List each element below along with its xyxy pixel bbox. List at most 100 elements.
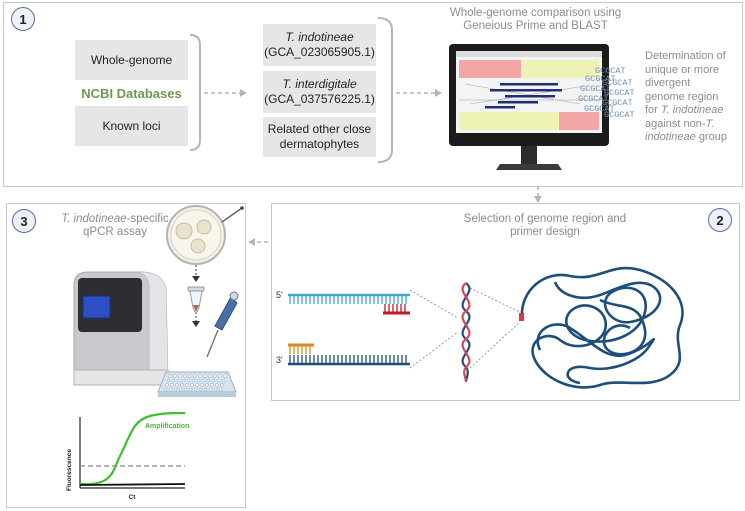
- target-region-marker: [519, 313, 524, 321]
- genome-name: T. interdigitale: [282, 77, 357, 91]
- step-3-badge: 3: [12, 209, 36, 233]
- det-line-4: genome region: [645, 90, 719, 103]
- genome-box-indotineae: T. indotineae (GCA_023065905.1): [263, 24, 376, 66]
- pcr-plate-icon: [157, 371, 237, 397]
- det-line-5: for: [645, 104, 661, 116]
- plate-well: [208, 387, 213, 392]
- plate-well: [206, 378, 211, 383]
- seq-9: GCGCAT: [604, 110, 635, 120]
- arrow-down-1-head: [192, 276, 200, 282]
- seq-2: GCGCAT: [585, 74, 616, 84]
- seq-3: GCGCAT: [602, 78, 633, 88]
- panel-3-title: T. indotineae-specific qPCR assay: [55, 213, 175, 239]
- seq-5: GCGCAT: [604, 88, 635, 98]
- seq-8: GCGCAT: [584, 104, 615, 114]
- plate-well: [220, 383, 224, 387]
- genome-tangle-icon: [520, 266, 684, 389]
- connector-3: [469, 287, 521, 313]
- plate-well: [210, 383, 214, 387]
- plate-well: [188, 387, 193, 392]
- three-prime-label: 3': [276, 355, 283, 365]
- plate-well: [183, 387, 188, 392]
- plate-well: [216, 378, 221, 383]
- pipette-icon: [206, 291, 239, 358]
- det-line-3: divergent: [645, 77, 691, 89]
- qpcr-machine-icon: [73, 271, 169, 386]
- panel-3-title-suffix: -specific: [126, 213, 169, 225]
- plate-well: [165, 383, 169, 387]
- plate-well: [188, 374, 192, 378]
- plate-well: [203, 387, 208, 392]
- petri-dish-icon: [166, 205, 244, 265]
- det-line-7-italic: indotineae: [645, 131, 696, 143]
- plate-well: [196, 378, 201, 383]
- x-axis-label: Ct: [129, 494, 137, 501]
- genome-accession: (GCA_023065905.1): [264, 45, 375, 59]
- bracket-left: [189, 34, 201, 151]
- arrow-head-2: [435, 89, 442, 97]
- template-strand-top: [288, 293, 410, 304]
- det-line-6-italic: T.: [705, 117, 715, 130]
- plate-well: [218, 374, 222, 378]
- panel-2: [271, 203, 740, 401]
- plate-well: [223, 374, 227, 378]
- plate-well: [205, 383, 209, 387]
- plate-well: [213, 374, 217, 378]
- connector-2: [409, 331, 459, 369]
- connector-4: [469, 321, 521, 369]
- seq-6: GCGCAT: [578, 94, 609, 104]
- det-line-5-italic: T. indotineae: [660, 104, 724, 116]
- amplification-curve: [79, 411, 186, 486]
- ncbi-databases-label: NCBI Databases: [81, 86, 182, 101]
- arrow-head-4: [248, 238, 255, 246]
- plate-well: [173, 387, 178, 392]
- plate-well: [175, 383, 179, 387]
- sequence-motifs: GCGCAT GCGCAT GCGCAT GCGCAT GCGCAT GCGCA…: [578, 66, 635, 120]
- plate-well: [168, 374, 172, 378]
- monitor-icon: [449, 44, 609, 170]
- plate-well: [201, 378, 206, 383]
- genome-accession: (GCA_037576225.1): [264, 92, 375, 106]
- plate-well: [213, 387, 218, 392]
- step-1-badge: 1: [11, 7, 35, 31]
- determination-text: Determination of unique or more divergen…: [645, 50, 741, 145]
- dna-helix-icon: [461, 282, 471, 383]
- plate-well: [181, 378, 186, 383]
- tube-icon: [187, 286, 205, 316]
- step-2-badge: 2: [708, 208, 732, 232]
- det-line-7: group: [695, 131, 727, 143]
- amplification-label: Amplification: [145, 423, 189, 430]
- plate-well: [191, 378, 196, 383]
- plate-well: [198, 387, 203, 392]
- plate-well: [208, 374, 212, 378]
- panel-2-title: Selection of genome region and primer de…: [463, 213, 627, 238]
- plate-well: [215, 383, 219, 387]
- det-line-6: against non-: [645, 117, 706, 130]
- genome-box-interdigitale: T. interdigitale (GCA_037576225.1): [263, 71, 376, 113]
- plate-well: [218, 387, 223, 392]
- plate-well: [190, 383, 194, 387]
- primer-forward: [288, 343, 314, 354]
- det-line-2: unique or more: [645, 63, 719, 76]
- plate-well: [198, 374, 202, 378]
- y-axis-label: Fluorescence: [66, 449, 73, 491]
- genome-name: T. indotineae: [285, 30, 354, 44]
- plate-well: [170, 383, 174, 387]
- plate-well: [200, 383, 204, 387]
- five-prime-label: 5': [276, 290, 283, 300]
- plate-well: [168, 387, 173, 392]
- arrow-down-2-head: [192, 321, 200, 327]
- seq-7: GCGCAT: [602, 98, 633, 108]
- plate-well: [178, 387, 183, 392]
- plate-well: [163, 387, 168, 392]
- bracket-right: [377, 17, 393, 163]
- panel-3-title-line2: qPCR assay: [83, 226, 147, 238]
- plate-well: [195, 383, 199, 387]
- plate-well: [180, 383, 184, 387]
- plate-well: [193, 374, 197, 378]
- template-strand-bottom: [288, 355, 410, 366]
- primer-reverse: [383, 304, 410, 315]
- plate-well: [186, 378, 191, 383]
